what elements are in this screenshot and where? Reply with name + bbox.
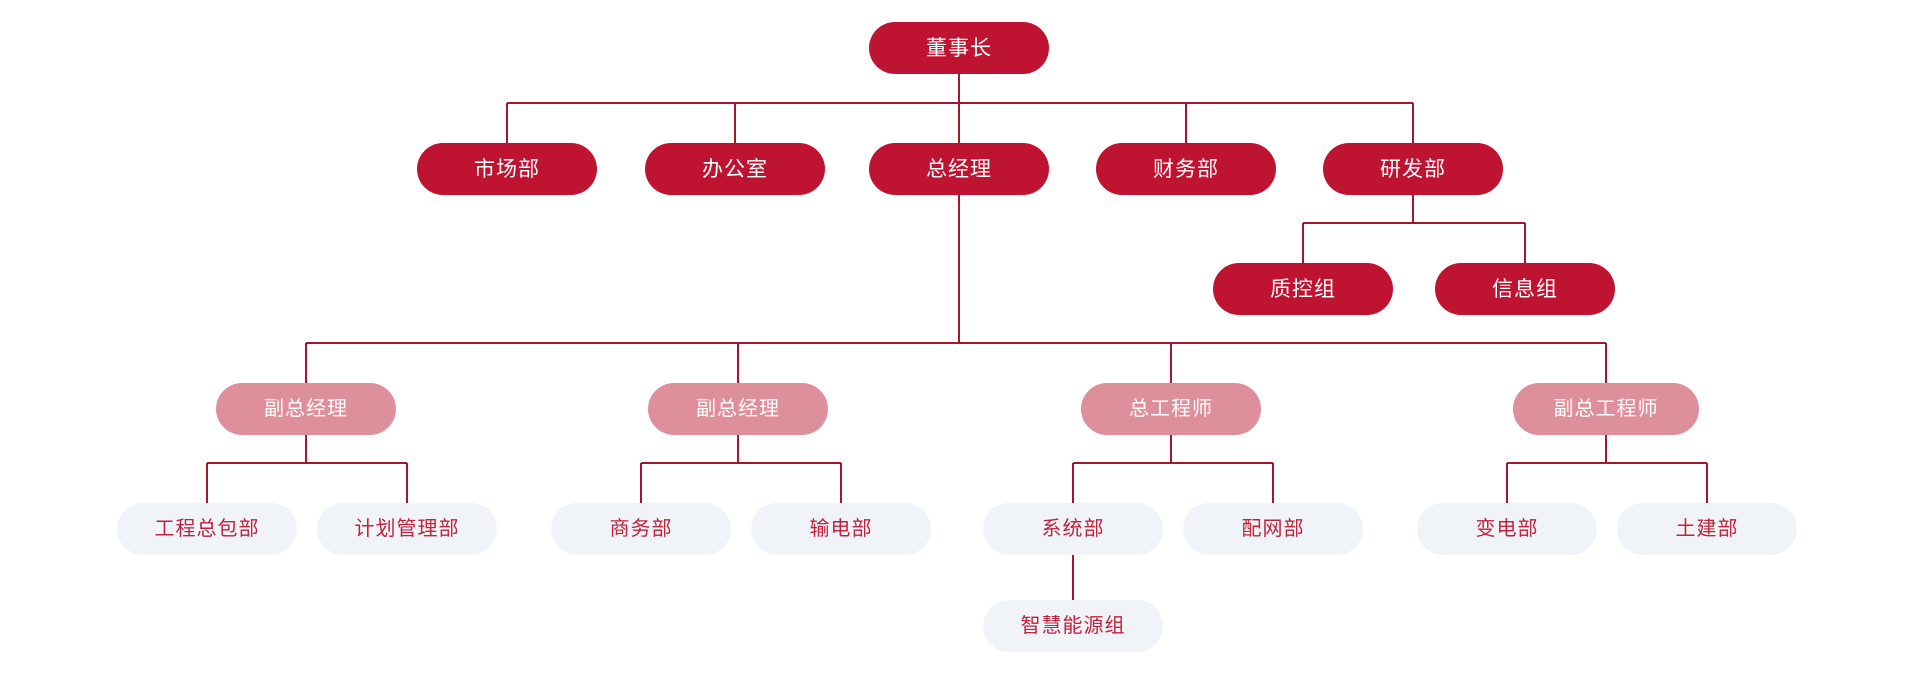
org-node-n9[interactable]: 副总经理	[216, 383, 396, 435]
org-node-label: 信息组	[1492, 277, 1558, 301]
org-node-n4[interactable]: 总经理	[869, 143, 1049, 195]
org-node-label: 董事长	[926, 36, 992, 60]
org-node-label: 商务部	[609, 518, 673, 540]
org-node-label: 配网部	[1241, 518, 1305, 540]
org-node-label: 市场部	[474, 157, 540, 181]
org-node-n8[interactable]: 信息组	[1435, 263, 1615, 315]
org-node-label: 副总经理	[264, 398, 348, 420]
org-node-n7[interactable]: 质控组	[1213, 263, 1393, 315]
org-node-n19[interactable]: 变电部	[1417, 503, 1597, 555]
org-node-label: 副总经理	[696, 398, 780, 420]
org-node-n18[interactable]: 配网部	[1183, 503, 1363, 555]
org-node-n11[interactable]: 总工程师	[1081, 383, 1261, 435]
org-node-n12[interactable]: 副总工程师	[1513, 383, 1699, 435]
org-node-n20[interactable]: 土建部	[1617, 503, 1797, 555]
org-node-label: 计划管理部	[354, 518, 460, 540]
org-node-n6[interactable]: 研发部	[1323, 143, 1503, 195]
org-node-label: 土建部	[1675, 518, 1739, 540]
org-node-n21[interactable]: 智慧能源组	[983, 600, 1163, 652]
org-node-label: 研发部	[1380, 157, 1446, 181]
org-node-label: 变电部	[1475, 518, 1539, 540]
org-node-n2[interactable]: 市场部	[417, 143, 597, 195]
org-node-label: 总工程师	[1129, 398, 1213, 420]
org-node-label: 办公室	[702, 157, 768, 181]
org-node-label: 输电部	[809, 518, 873, 540]
org-node-label: 总经理	[926, 157, 992, 181]
org-node-n10[interactable]: 副总经理	[648, 383, 828, 435]
org-node-label: 副总工程师	[1553, 398, 1659, 420]
org-node-n3[interactable]: 办公室	[645, 143, 825, 195]
org-node-label: 质控组	[1270, 277, 1336, 301]
org-node-label: 系统部	[1041, 518, 1105, 540]
org-node-label: 财务部	[1153, 157, 1219, 181]
org-node-label: 智慧能源组	[1020, 615, 1126, 637]
org-node-n1[interactable]: 董事长	[869, 22, 1049, 74]
org-node-n14[interactable]: 计划管理部	[317, 503, 497, 555]
org-node-n5[interactable]: 财务部	[1096, 143, 1276, 195]
org-node-n13[interactable]: 工程总包部	[117, 503, 297, 555]
org-node-n16[interactable]: 输电部	[751, 503, 931, 555]
org-node-label: 工程总包部	[154, 518, 260, 540]
org-node-n17[interactable]: 系统部	[983, 503, 1163, 555]
org-node-n15[interactable]: 商务部	[551, 503, 731, 555]
